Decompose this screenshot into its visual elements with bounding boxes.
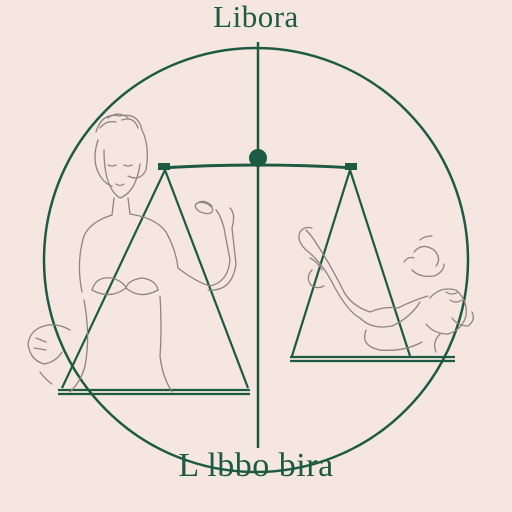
woman-figure-illustration <box>27 113 237 393</box>
right-pan <box>290 169 455 363</box>
title-top: Libora <box>213 0 299 34</box>
scale-pivot <box>249 149 267 167</box>
beam-left-end <box>158 163 170 170</box>
beam-right-end <box>345 163 357 170</box>
zodiac-circle <box>42 46 470 474</box>
title-bottom: L lbbo bira <box>178 447 334 484</box>
reclining-figure-illustration <box>298 226 474 353</box>
